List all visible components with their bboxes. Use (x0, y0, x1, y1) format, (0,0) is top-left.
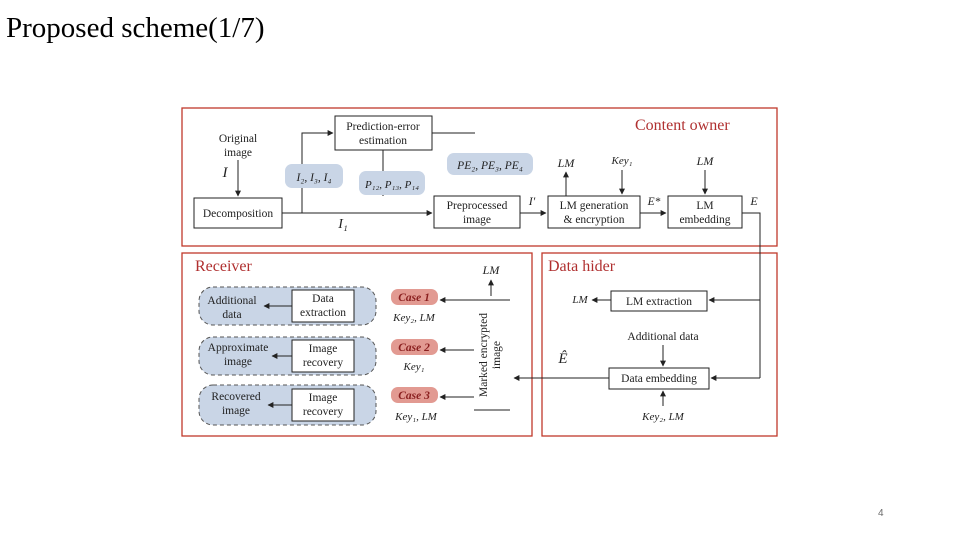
data-embedding-label: Data embedding (621, 373, 697, 385)
E-star-label: E* (647, 196, 661, 208)
lm-embedding-label-2: embedding (679, 214, 730, 226)
case-1-result-2: data (222, 309, 241, 321)
i-list-pill (285, 164, 343, 188)
case-2-keys: Key₁ (403, 361, 425, 373)
case-row-3: Recovered image Image recovery Case 3 Ke… (198, 384, 474, 426)
case-3-label: Case 3 (398, 390, 430, 402)
data-hider-lm-label: LM (571, 294, 588, 306)
original-image-label-2: image (224, 147, 252, 159)
preprocessed-box (433, 195, 521, 229)
case-3-result-1: Recovered (211, 391, 260, 403)
data-hider-frame (541, 252, 778, 437)
case-2-label: Case 2 (398, 342, 430, 354)
lm-embedding-box (667, 195, 743, 229)
lm-embedding-label-1: LM (696, 200, 713, 212)
prediction-error-box (334, 115, 433, 151)
key1-top-label: Key₁ (611, 155, 633, 167)
receiver-title: Receiver (195, 258, 253, 275)
preprocessed-label-2: image (463, 214, 491, 226)
case-2-result-1: Approximate (208, 342, 269, 354)
prediction-error-label-2: estimation (359, 135, 407, 147)
additional-data-label: Additional data (627, 331, 698, 343)
lm-extraction-box (610, 290, 708, 312)
e-hat-label: Ê (557, 350, 567, 367)
case-2-process-1: Image (309, 343, 338, 355)
p-list-pill (359, 171, 425, 195)
receiver-frame (181, 252, 533, 437)
marked-encrypted-label-1: Marked encrypted (478, 313, 490, 397)
lm-top-right-label: LM (696, 154, 715, 168)
case-2-process-2: recovery (303, 357, 343, 369)
case-2-result-2: image (224, 356, 252, 368)
decomposition-label: Decomposition (203, 208, 274, 220)
case-row-1: Additional data Data extraction Case 1 K… (198, 286, 474, 326)
pe-list-pill (447, 153, 533, 175)
content-owner-frame (181, 107, 778, 247)
original-image-label-1: Original (219, 133, 257, 145)
case-3-process-2: recovery (303, 406, 343, 418)
lm-generation-box (547, 195, 641, 229)
lm-top-left-label: LM (557, 156, 576, 170)
prediction-error-label-1: Prediction-error (346, 121, 420, 133)
slide-title: Proposed scheme(1/7) (6, 12, 265, 44)
preprocessed-label-1: Preprocessed (447, 200, 508, 212)
case-3-result-2: image (222, 405, 250, 417)
content-owner-title: Content owner (635, 117, 730, 134)
i-list-label: I₂, I₃, I₄ (296, 172, 332, 184)
case-row-2: Approximate image Image recovery Case 2 … (198, 336, 474, 376)
lm-generation-label-2: & encryption (564, 214, 625, 226)
data-hider-title: Data hider (548, 258, 616, 275)
p-list-label: P₁₂, P₁₃, P₁₄ (364, 179, 419, 191)
case-1-process-2: extraction (300, 307, 346, 319)
I-prime-label: I′ (528, 194, 536, 208)
case-3-process-1: Image (309, 392, 338, 404)
receiver-lm-label: LM (482, 263, 501, 277)
lm-generation-label-1: LM generation (560, 200, 629, 212)
slide-number: 4 (878, 508, 884, 519)
E-flow-line (742, 212, 761, 378)
pe-list-label: PE₂, PE₃, PE₄ (456, 160, 523, 172)
case-1-label: Case 1 (398, 292, 430, 304)
I1-label: I₁ (337, 217, 348, 232)
case-3-keys: Key₁, LM (394, 411, 438, 423)
case-1-process-1: Data (312, 293, 334, 305)
case-1-result-1: Additional (207, 295, 256, 307)
image-I-label: I (222, 165, 229, 181)
marked-encrypted-label-2: image (491, 341, 503, 369)
case-1-keys: Key₂, LM (392, 312, 436, 324)
key2-lm-label: Key₂, LM (641, 411, 685, 423)
lm-extraction-label: LM extraction (626, 296, 692, 308)
E-label: E (749, 194, 758, 208)
